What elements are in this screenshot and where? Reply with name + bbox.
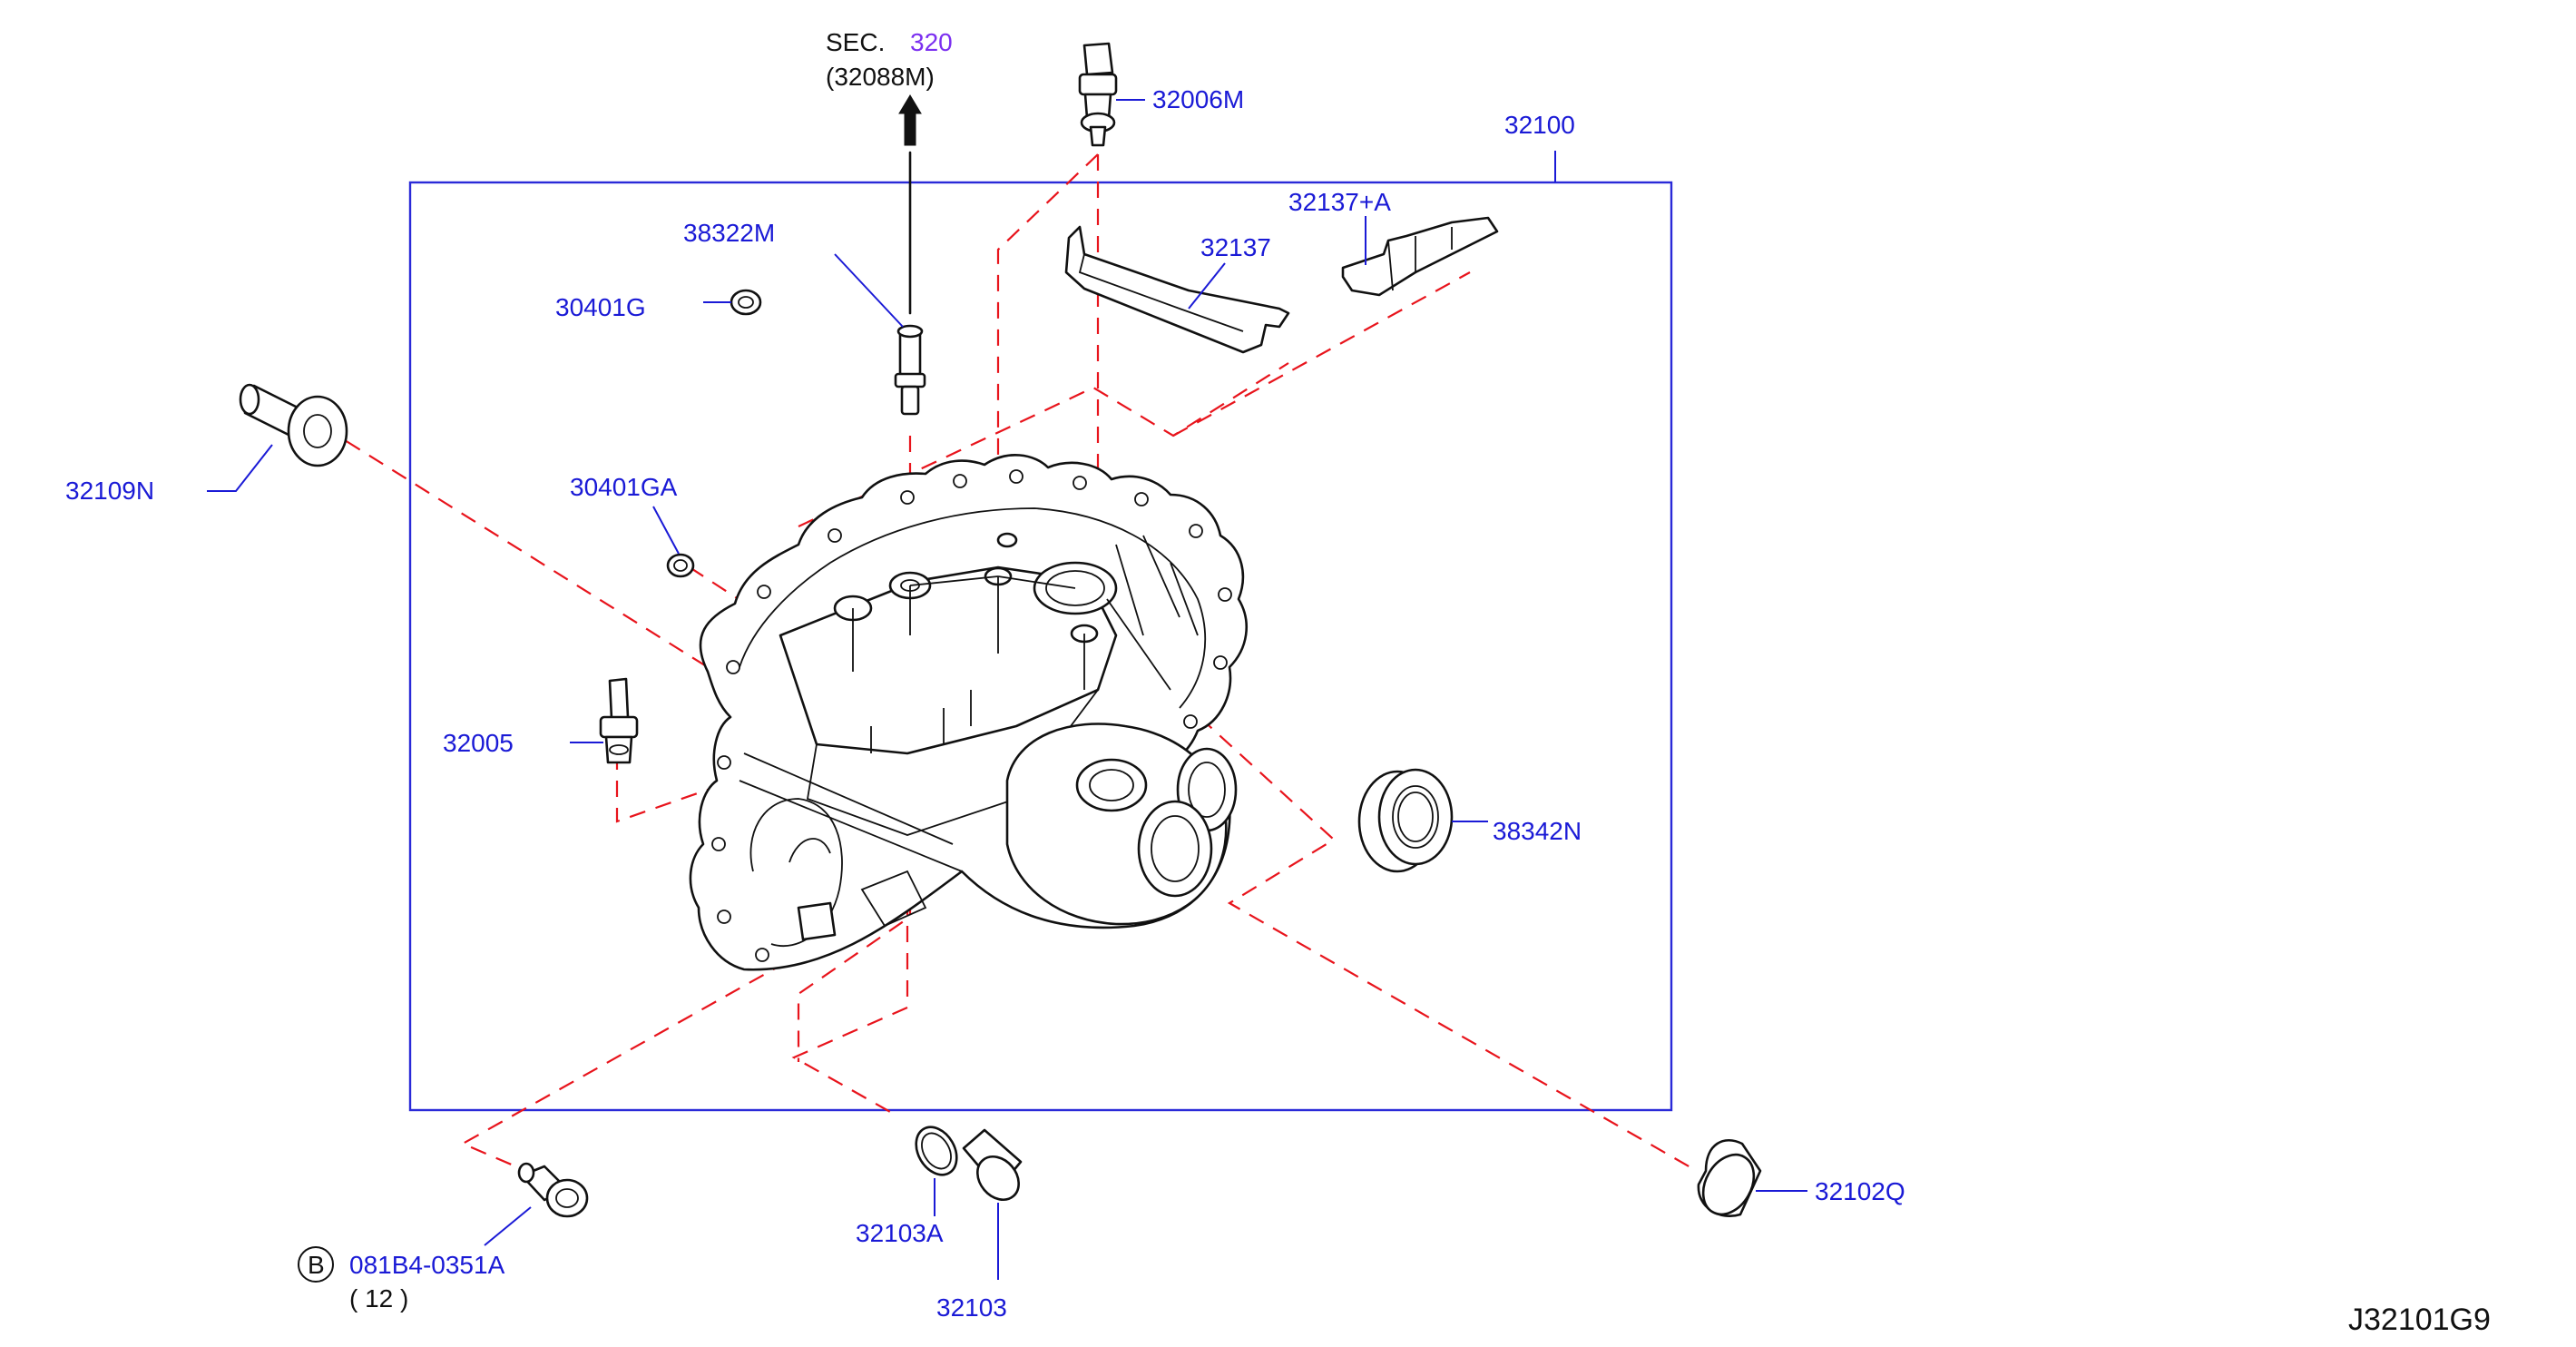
leader-32137	[1188, 262, 1226, 310]
leader-32109N	[207, 444, 273, 492]
part-30401GA-seal	[666, 553, 695, 578]
label-bolt-qty: ( 12 )	[349, 1284, 408, 1313]
label-38342N[interactable]: 38342N	[1493, 817, 1582, 845]
leader-30401GA	[652, 506, 680, 555]
label-32005[interactable]: 32005	[443, 729, 514, 757]
label-bolt-code[interactable]: 081B4-0351A	[349, 1251, 505, 1279]
label-32006M[interactable]: 32006M	[1152, 85, 1244, 113]
label-30401G[interactable]: 30401G	[555, 293, 646, 321]
label-32109N[interactable]: 32109N	[65, 477, 154, 505]
diagram-id: J32101G9	[2348, 1303, 2491, 1337]
part-32137-bracket	[1064, 225, 1290, 354]
label-32137[interactable]: 32137	[1200, 233, 1271, 261]
up-arrow-icon	[898, 94, 922, 146]
sec-prefix-label: SEC.	[826, 28, 885, 56]
label-32137A[interactable]: 32137+A	[1288, 188, 1391, 216]
label-30401GA[interactable]: 30401GA	[570, 473, 678, 501]
assembly-frame-32100	[408, 181, 1673, 1112]
sec-number-link[interactable]: 320	[910, 28, 953, 56]
label-38322M[interactable]: 38322M	[683, 219, 775, 247]
leader-bolt	[484, 1206, 532, 1246]
bolt-badge-circle	[298, 1246, 334, 1283]
transmission-case	[689, 454, 1249, 971]
part-32137A-bracket	[1341, 216, 1499, 297]
label-32103[interactable]: 32103	[936, 1293, 1007, 1322]
part-32103A-oring	[915, 1126, 958, 1176]
part-32006M-switch	[1078, 42, 1118, 147]
part-32103-plug	[962, 1128, 1023, 1202]
part-38342N-seal	[1357, 768, 1454, 873]
leader-38322M	[834, 253, 904, 328]
bolt-081B4-0351A	[517, 1162, 589, 1218]
part-32109N-bushing	[239, 383, 348, 467]
sec-ref-label: (32088M)	[826, 63, 935, 91]
label-32100[interactable]: 32100	[1504, 111, 1575, 139]
label-32102Q[interactable]: 32102Q	[1815, 1177, 1905, 1205]
part-38322M-stud	[894, 94, 926, 416]
part-32005-switch	[599, 677, 639, 764]
label-32103A[interactable]: 32103A	[856, 1219, 944, 1247]
part-32102Q-cap	[1697, 1138, 1762, 1217]
part-30401G-ring	[730, 289, 762, 316]
bolt-badge-letter: B	[308, 1251, 325, 1279]
